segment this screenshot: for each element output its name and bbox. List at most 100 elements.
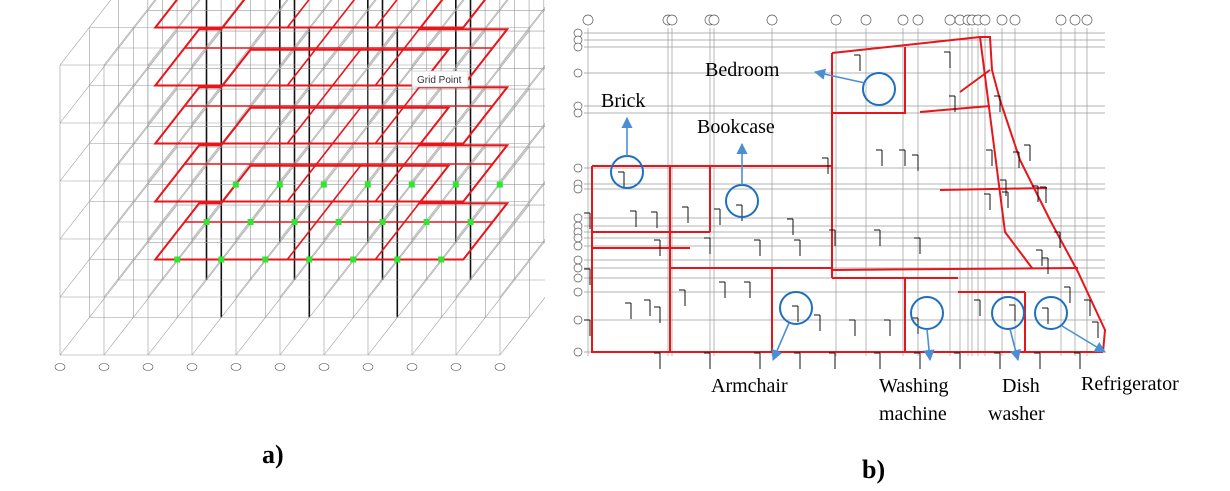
grid-bubble bbox=[1009, 14, 1021, 26]
wall-line bbox=[832, 47, 906, 114]
support-node bbox=[247, 219, 254, 226]
slab-wall bbox=[374, 0, 398, 28]
beam-line bbox=[455, 0, 553, 124]
grid-bubble bbox=[573, 68, 583, 78]
grid-bubble bbox=[573, 347, 583, 357]
grid-bubble bbox=[582, 14, 594, 26]
grid-bubble bbox=[406, 363, 418, 371]
grid-bubble bbox=[573, 315, 583, 325]
washer-label: washer bbox=[988, 403, 1045, 425]
washing-machine-marker bbox=[910, 296, 944, 330]
frame-grid bbox=[59, 0, 618, 356]
beam-line bbox=[59, 0, 112, 66]
bedroom-label: Bedroom bbox=[705, 59, 780, 81]
beam-line bbox=[103, 146, 222, 298]
beam-line bbox=[103, 204, 222, 356]
grid-bubble bbox=[766, 14, 778, 26]
beam-line bbox=[191, 204, 310, 356]
slab-wall bbox=[286, 49, 362, 144]
slab-wall bbox=[286, 165, 362, 260]
bedroom-marker bbox=[862, 72, 896, 106]
beam-line bbox=[455, 0, 508, 66]
slab-outline bbox=[153, 0, 487, 29]
grid-point-tag-box bbox=[411, 70, 469, 88]
refrigerator-label: Refrigerator bbox=[1081, 373, 1179, 395]
load-markers bbox=[584, 51, 1099, 369]
grid-bubble bbox=[944, 14, 956, 26]
grid-bubble bbox=[573, 263, 583, 273]
grid-bubble bbox=[318, 363, 330, 371]
slab-wall bbox=[374, 28, 420, 86]
beam-line bbox=[147, 204, 266, 356]
grid-bubble bbox=[98, 363, 110, 371]
support-node bbox=[379, 219, 386, 226]
grid-bubble bbox=[573, 287, 583, 297]
beam-line bbox=[235, 204, 354, 356]
support-node bbox=[438, 256, 445, 263]
dish-label: Dish bbox=[1002, 375, 1040, 397]
beam-line bbox=[103, 0, 156, 66]
refrigerator-marker bbox=[1034, 296, 1068, 330]
grid-bubble bbox=[979, 14, 991, 26]
support-node bbox=[276, 181, 283, 188]
washing-machine-arrow bbox=[923, 328, 935, 362]
plan-walls bbox=[591, 36, 1107, 353]
beam-line bbox=[103, 88, 222, 240]
support-node bbox=[496, 181, 503, 188]
brick-marker bbox=[610, 155, 644, 189]
highlight-circles bbox=[610, 72, 1068, 330]
support-node bbox=[291, 219, 298, 226]
wall-line bbox=[831, 36, 1107, 353]
beam-line bbox=[103, 0, 201, 124]
beam-line bbox=[367, 204, 486, 356]
grid-bubble bbox=[996, 14, 1008, 26]
grid-bubble bbox=[912, 14, 924, 26]
support-node bbox=[408, 181, 415, 188]
grid-bubble bbox=[573, 255, 583, 265]
structural-3d-model: Grid Point bbox=[0, 0, 618, 440]
beam-line bbox=[323, 0, 376, 66]
grid-bubble bbox=[1055, 14, 1067, 26]
slab-outline bbox=[153, 106, 510, 203]
beam-line bbox=[367, 0, 420, 66]
support-node bbox=[423, 219, 430, 226]
beam-line bbox=[59, 146, 178, 298]
support-node bbox=[262, 256, 269, 263]
slab-outline bbox=[153, 0, 510, 87]
brick-label: Brick bbox=[601, 90, 645, 112]
beam-line bbox=[499, 0, 552, 66]
beam-line bbox=[279, 204, 398, 356]
support-node bbox=[335, 219, 342, 226]
grid-bubble bbox=[494, 363, 506, 371]
dish-washer-marker bbox=[991, 296, 1025, 330]
beam-line bbox=[411, 0, 464, 66]
beam-line bbox=[103, 30, 222, 182]
wall-line bbox=[959, 69, 991, 93]
wall-line bbox=[979, 36, 1033, 269]
dish-washer-arrow bbox=[1009, 328, 1021, 362]
beam-line bbox=[147, 0, 200, 66]
grid-bubble bbox=[573, 273, 583, 283]
beam-line bbox=[499, 0, 597, 124]
beam-line bbox=[191, 0, 244, 66]
grid-bubble bbox=[666, 14, 678, 26]
grid-bubble bbox=[573, 241, 583, 251]
bookcase-label: Bookcase bbox=[697, 116, 775, 138]
grid-bubbles bbox=[54, 363, 506, 371]
bedroom-arrow bbox=[813, 68, 866, 84]
beam-line bbox=[59, 88, 178, 240]
slab-wall bbox=[374, 202, 420, 260]
support-node bbox=[320, 181, 327, 188]
grid-bubble bbox=[860, 14, 872, 26]
slab-outline bbox=[153, 48, 510, 145]
support-node bbox=[218, 256, 225, 263]
grid-bubble bbox=[573, 213, 583, 223]
beam-line bbox=[323, 204, 442, 356]
beam-line bbox=[235, 0, 288, 66]
grid-bubble bbox=[708, 14, 720, 26]
grid-bubble bbox=[142, 363, 154, 371]
model-3d-canvas: Grid Point bbox=[54, 0, 618, 371]
